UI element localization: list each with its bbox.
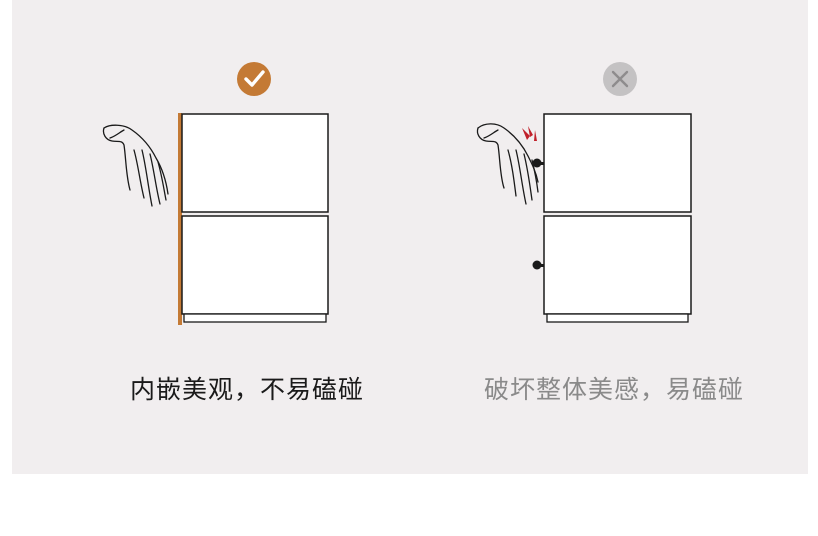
- top-drawer: [181, 113, 329, 213]
- hand-bumping-icon: [476, 123, 539, 205]
- bad-example: [476, 62, 692, 323]
- bad-caption: 破坏整体美感，易磕碰: [484, 375, 745, 404]
- good-example: [102, 62, 329, 325]
- cabinet-base: [183, 313, 327, 323]
- check-badge: [237, 62, 271, 96]
- cross-icon: [611, 70, 629, 88]
- hand-icon: [102, 124, 169, 207]
- cross-badge: [603, 62, 637, 96]
- knob-bottom: [532, 260, 544, 270]
- checkmark-icon: [244, 70, 265, 87]
- wood-side-panel: [178, 113, 182, 325]
- impact-alert-icon: [522, 126, 537, 141]
- good-caption: 内嵌美观，不易磕碰: [130, 375, 365, 404]
- check-badge-circle: [237, 62, 271, 96]
- cabinet-base-protruding: [546, 313, 689, 323]
- bottom-drawer: [181, 215, 329, 315]
- top-drawer-protruding: [543, 113, 692, 213]
- knob-top: [532, 158, 544, 168]
- bottom-drawer-protruding: [543, 215, 692, 315]
